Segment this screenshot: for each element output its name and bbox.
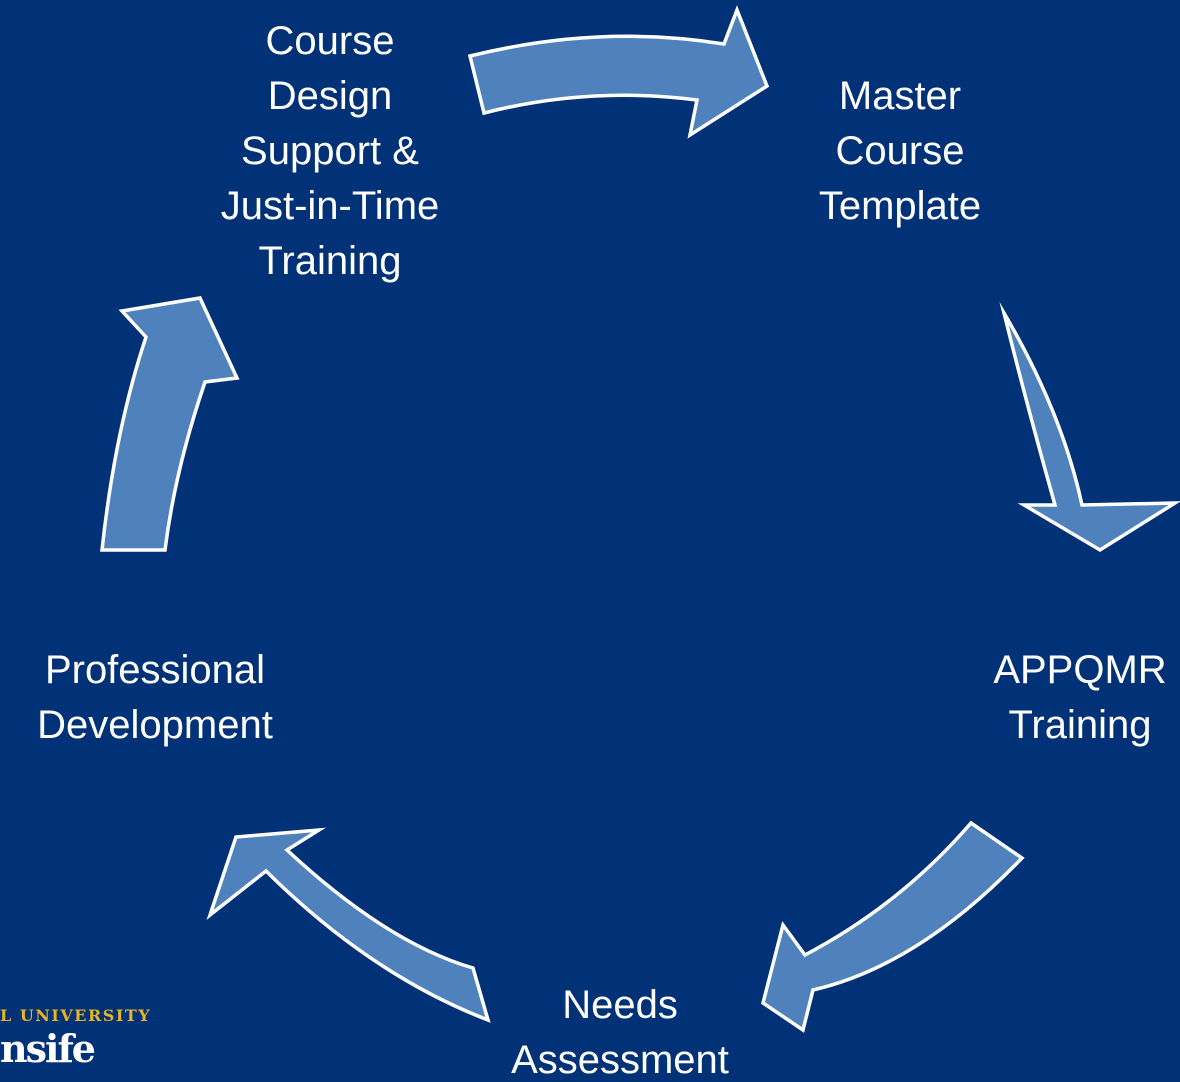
node-text-line: Training (258, 239, 402, 283)
logo-wordmark-text: nsife (0, 1026, 96, 1071)
university-logo: L UNIVERSITY nsife (0, 1006, 200, 1082)
node-text-line: Design (267, 74, 393, 118)
node-professional-development: Professional Development (0, 643, 310, 753)
node-text-line: Development (37, 703, 273, 747)
arrow-template-to-appqmr (999, 301, 1180, 553)
arrow-appqmr-to-needs (760, 820, 1025, 1033)
node-text-line: Support & (241, 129, 419, 173)
node-text-line: Assessment (511, 1038, 729, 1082)
node-text-line: Master (838, 74, 962, 118)
arrow-profdev-to-design (100, 296, 240, 552)
node-appqmr-training: APPQMR Training (960, 643, 1180, 753)
node-text-line: Training (1008, 703, 1152, 747)
arrow-design-to-template (467, 5, 770, 139)
node-text-line: APPQMR (993, 648, 1167, 692)
node-text-line: Course (265, 19, 395, 63)
logo-university-text: L UNIVERSITY (0, 1006, 152, 1025)
node-text-line: Course (835, 129, 965, 173)
node-text-line: Template (818, 184, 982, 228)
node-text-line: Just-in-Time (220, 184, 440, 228)
node-course-design-support: Course Design Support & Just-in-Time Tra… (170, 14, 490, 289)
node-text-line: Needs (562, 983, 678, 1027)
node-text-line: Professional (44, 648, 266, 692)
node-needs-assessment: Needs Assessment (460, 978, 780, 1082)
node-master-course-template: Master Course Template (760, 69, 1040, 234)
arrow-needs-to-profdev (206, 827, 491, 1023)
